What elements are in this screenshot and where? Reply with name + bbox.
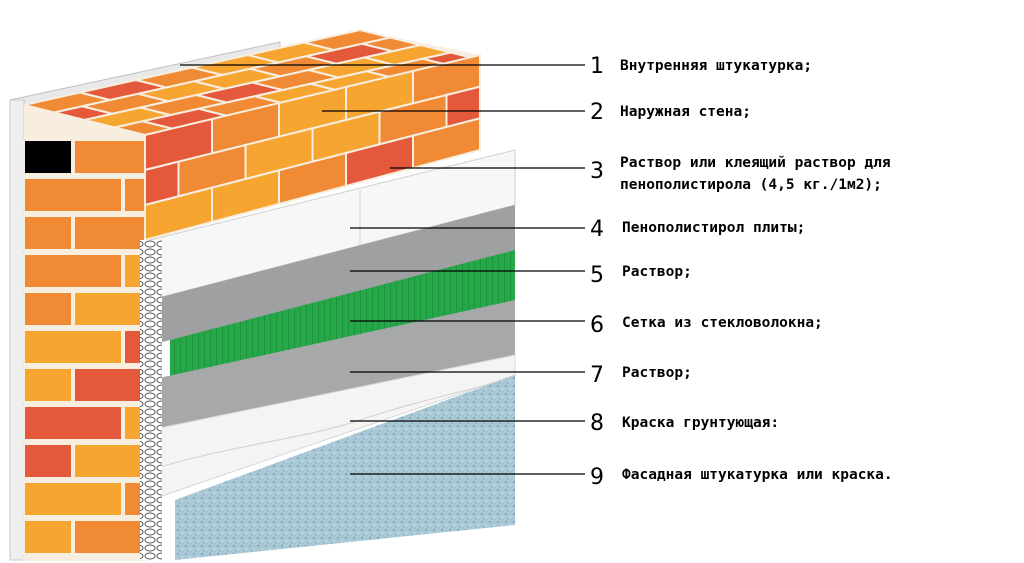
polystyrene-edge-strip bbox=[140, 240, 162, 560]
layer-label-text-5: Раствор; bbox=[622, 264, 692, 280]
layer-label-text-1: Внутренняя штукатурка; bbox=[620, 58, 812, 74]
layer-label-text-6: Сетка из стекловолокна; bbox=[622, 315, 823, 331]
layer-label-7: 7 Раствор; bbox=[350, 363, 692, 388]
layer-label-text-3b: пенополистирола (4,5 кг./1м2); bbox=[620, 177, 882, 193]
brick-wall-layer bbox=[23, 28, 482, 561]
brick bbox=[412, 117, 481, 170]
brick bbox=[23, 215, 73, 251]
layer-labels: 1 Внутренняя штукатурка; 2 Наружная стен… bbox=[180, 54, 893, 490]
brick bbox=[23, 481, 123, 517]
brick bbox=[23, 177, 123, 213]
brick bbox=[23, 405, 123, 441]
layer-label-5: 5 Раствор; bbox=[350, 263, 692, 288]
layer-label-1: 1 Внутренняя штукатурка; bbox=[180, 54, 812, 79]
brick bbox=[23, 253, 123, 289]
brick bbox=[23, 519, 73, 555]
layer-number-9: 9 bbox=[590, 465, 604, 490]
mortar-layer-7 bbox=[150, 300, 515, 430]
layer-number-7: 7 bbox=[590, 363, 604, 388]
layer-label-text-9: Фасадная штукатурка или краска. bbox=[622, 467, 893, 483]
layer-label-3: 3 Раствор или клеящий раствор для пенопо… bbox=[390, 155, 891, 193]
brick bbox=[73, 367, 146, 403]
layer-label-text-8: Краска грунтующая: bbox=[622, 415, 779, 431]
brick bbox=[23, 139, 73, 175]
layer-label-2: 2 Наружная стена; bbox=[322, 100, 751, 125]
layer-number-5: 5 bbox=[590, 263, 604, 288]
brick bbox=[23, 443, 73, 479]
mortar-layer-5 bbox=[150, 205, 515, 345]
layer-number-3: 3 bbox=[590, 159, 604, 184]
layer-number-8: 8 bbox=[590, 411, 604, 436]
layer-label-text-3a: Раствор или клеящий раствор для bbox=[620, 155, 891, 171]
layer-label-9: 9 Фасадная штукатурка или краска. bbox=[350, 465, 893, 490]
layer-number-2: 2 bbox=[590, 100, 604, 125]
brick bbox=[73, 215, 146, 251]
layer-number-6: 6 bbox=[590, 313, 604, 338]
layer-label-text-2: Наружная стена; bbox=[620, 104, 751, 120]
brick bbox=[23, 557, 123, 561]
layer-number-1: 1 bbox=[590, 54, 604, 79]
layer-label-8: 8 Краска грунтующая: bbox=[350, 411, 779, 436]
brick bbox=[123, 177, 146, 213]
brick bbox=[73, 139, 146, 175]
brick bbox=[23, 291, 73, 327]
brick bbox=[73, 291, 146, 327]
brick bbox=[73, 519, 146, 555]
layer-label-text-7: Раствор; bbox=[622, 365, 692, 381]
brick bbox=[23, 367, 73, 403]
layer-label-text-4: Пенополистирол плиты; bbox=[622, 220, 805, 236]
layer-label-6: 6 Сетка из стекловолокна; bbox=[350, 313, 823, 338]
layer-number-4: 4 bbox=[590, 217, 604, 242]
brick bbox=[73, 443, 146, 479]
brick bbox=[23, 329, 123, 365]
layer-label-4: 4 Пенополистирол плиты; bbox=[350, 217, 805, 242]
